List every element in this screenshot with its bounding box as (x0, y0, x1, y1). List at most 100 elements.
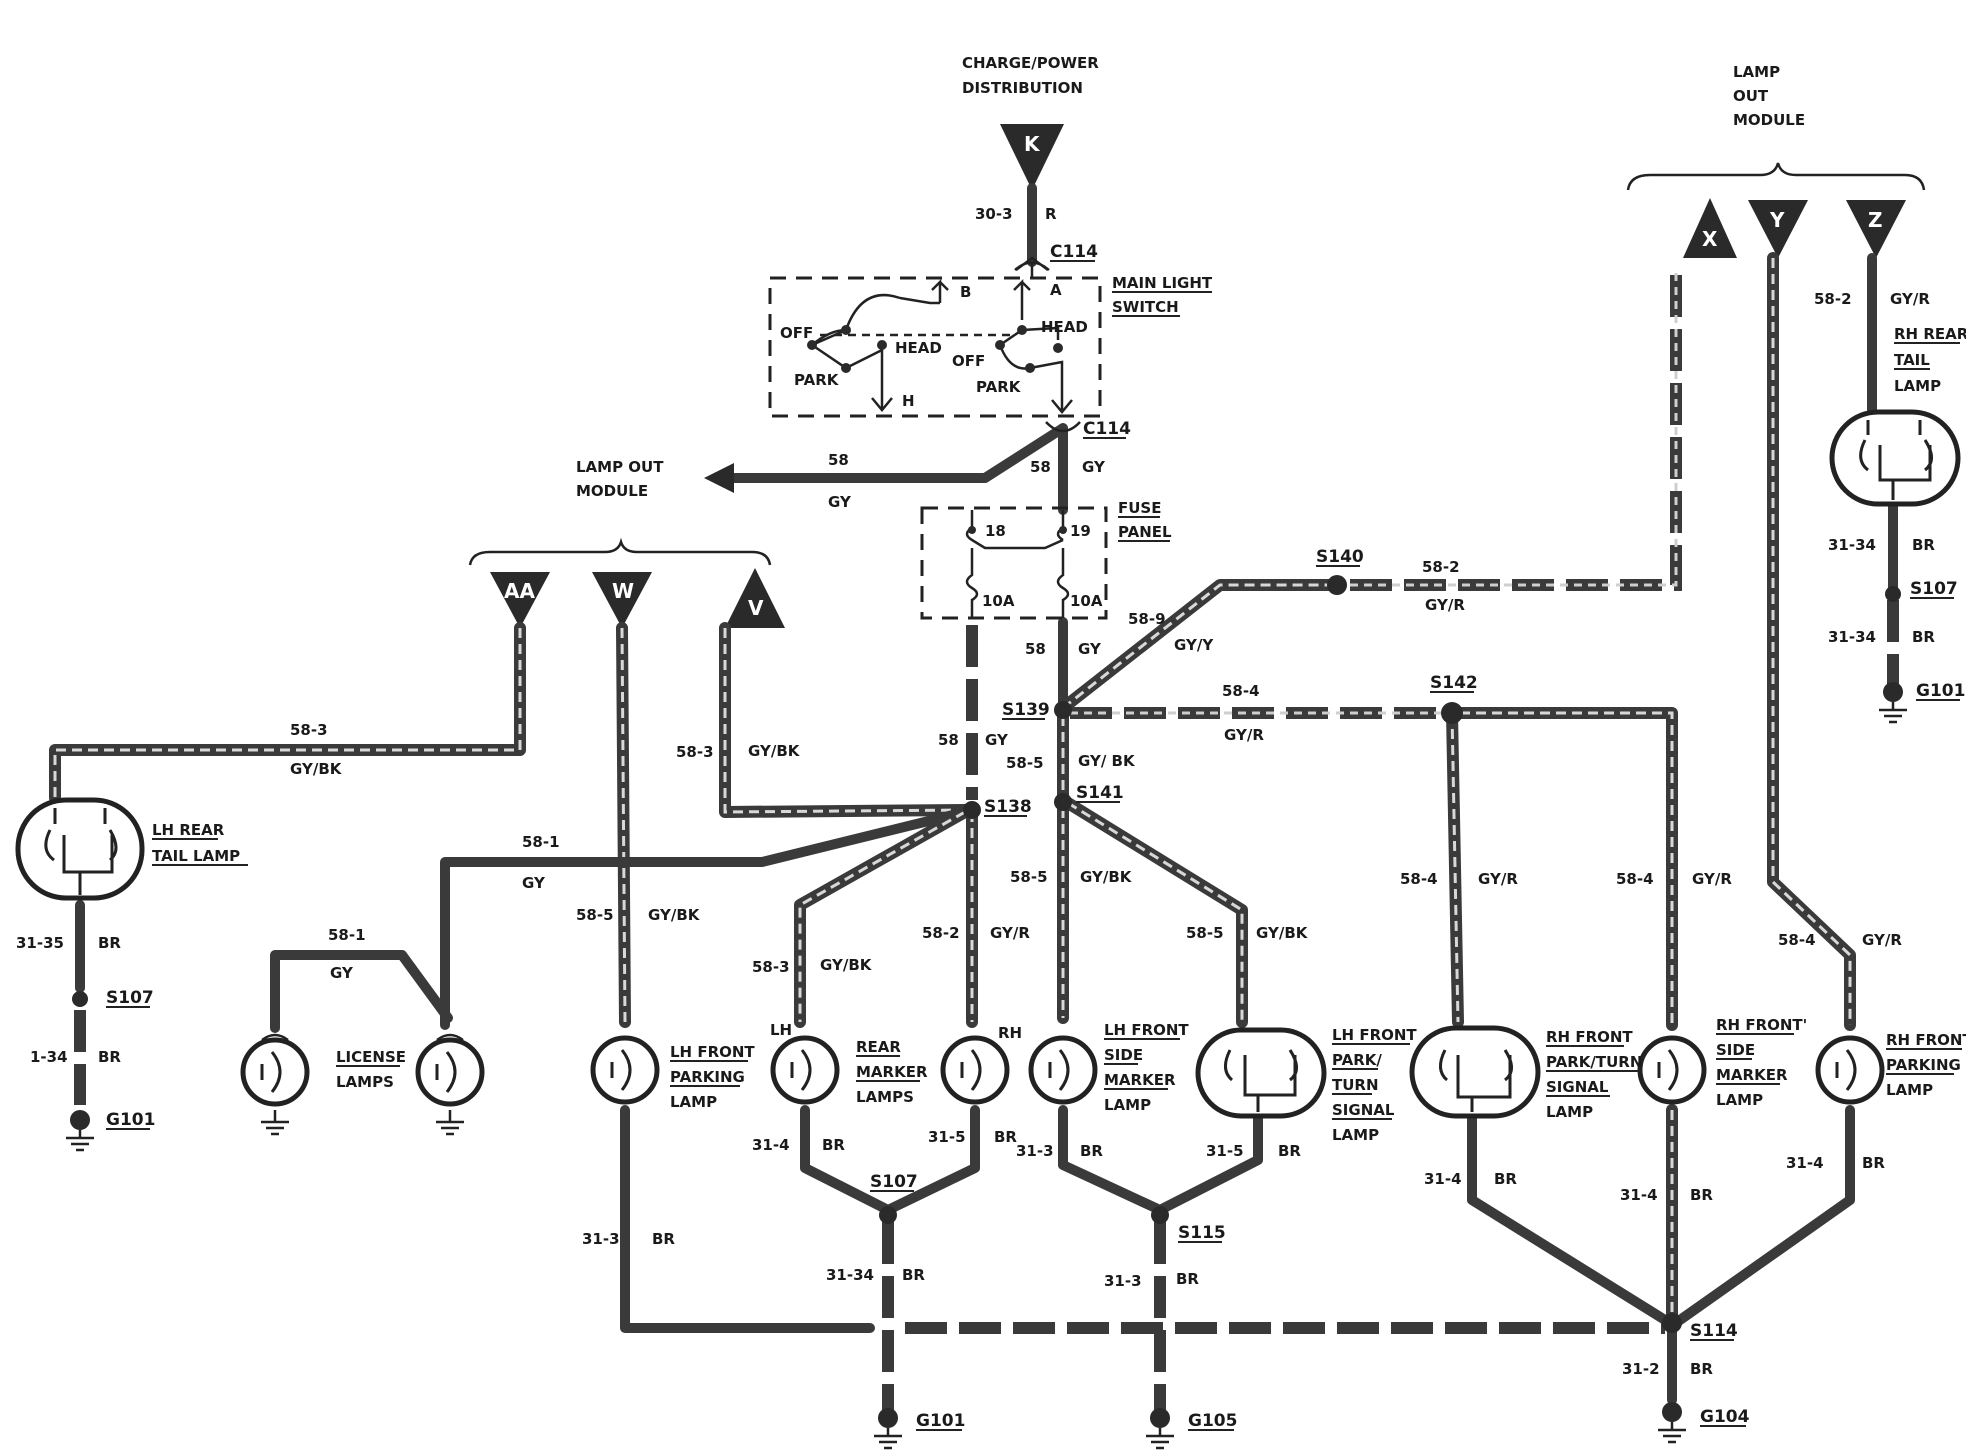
lh-front-park-turn-4: SIGNAL (1332, 1101, 1395, 1119)
wire-58-3-rm (794, 806, 971, 1028)
lamp-out-right-3: MODULE (1733, 111, 1805, 129)
lbl-31-4-rfpk: 31-4 (1786, 1154, 1824, 1172)
rh-front-park-turn-1: RH FRONT (1546, 1028, 1633, 1046)
lbl-58-s138: 58 (938, 731, 959, 749)
c114-bottom-label: C114 (1083, 419, 1131, 439)
ground-g101-rr: G101 (1916, 681, 1965, 701)
lbl-gy-s138: GY (985, 731, 1009, 749)
lbl-58-5-s141: 58-5 (1006, 754, 1044, 772)
lh-front-parking-3: LAMP (670, 1093, 717, 1111)
lbl-31-4-rfp: 31-4 (1424, 1170, 1462, 1188)
lh-front-park-turn-2: PARK/ (1332, 1051, 1382, 1069)
brace-left (468, 537, 772, 566)
lbl-31-35: 31-35 (16, 934, 64, 952)
lh-front-side-marker-4: LAMP (1104, 1096, 1151, 1114)
lh-front-side-marker-1: LH FRONT (1104, 1021, 1189, 1039)
lh-front-park-turn-symbol (1195, 1027, 1327, 1119)
lbl-31-5-lfp: 31-5 (1206, 1142, 1244, 1160)
rh-front-side-marker-4: LAMP (1716, 1091, 1763, 1109)
lbl-gybk-w: GY/BK (648, 906, 701, 924)
lh-front-park-turn-5: LAMP (1332, 1126, 1379, 1144)
svg-text:K: K (1024, 132, 1041, 156)
fuse-amp-left: 10A (982, 592, 1015, 610)
switch-head-right: HEAD (1041, 318, 1088, 336)
source-label-1: CHARGE/POWER (962, 54, 1099, 72)
splice-s141: S141 (1076, 783, 1124, 803)
rh-front-park-turn-3: SIGNAL (1546, 1078, 1609, 1096)
lbl-58-4-rfs: 58-4 (1616, 870, 1654, 888)
lh-front-park-turn-1: LH FRONT (1332, 1026, 1417, 1044)
arrow-lamp-out (704, 463, 734, 493)
switch-name-1: MAIN LIGHT (1112, 274, 1213, 292)
wire-58-5-lfp (1062, 797, 1248, 1028)
splice-s107-lr: S107 (106, 988, 154, 1008)
lbl-br-lfpk: BR (652, 1230, 675, 1248)
fuse-18: 18 (985, 522, 1006, 540)
rear-marker-rh-symbol (940, 1035, 1010, 1105)
lbl-br-rr2: BR (1912, 628, 1935, 646)
switch-head-left: HEAD (895, 339, 942, 357)
lbl-58-2-rr: 58-2 (1814, 290, 1852, 308)
switch-park-right: PARK (976, 378, 1022, 396)
switch-off-left: OFF (780, 324, 813, 342)
fuse-panel-box (920, 506, 1108, 620)
license-1: LICENSE (336, 1048, 406, 1066)
switch-term-h: H (902, 392, 915, 410)
lbl-58-4-rfp: 58-4 (1400, 870, 1438, 888)
rh-front-park-turn-symbol (1409, 1025, 1541, 1119)
lbl-br-rfpk: BR (1862, 1154, 1885, 1172)
lh-front-side-marker-2: SIDE (1104, 1046, 1143, 1064)
lbl-58-3-rm: 58-3 (752, 958, 790, 976)
lamp-out-right-2: OUT (1733, 87, 1769, 105)
lbl-gy-c114: GY (1082, 458, 1106, 476)
lbl-gy-y: GY/Y (1174, 636, 1214, 654)
rh-front-parking-3: LAMP (1886, 1081, 1933, 1099)
connector-w: W (592, 572, 652, 628)
splice-s107-rr-dot (1885, 586, 1901, 602)
rear-marker-3: LAMPS (856, 1088, 914, 1106)
fuse-19: 19 (1070, 522, 1091, 540)
svg-text:V: V (748, 596, 764, 620)
lamp-out-right-1: LAMP (1733, 63, 1780, 81)
lbl-31-2: 31-2 (1622, 1360, 1660, 1378)
lbl-gybk-lfs: GY/BK (1080, 868, 1133, 886)
svg-text:W: W (612, 579, 634, 603)
lbl-31-4-rfs: 31-4 (1620, 1186, 1658, 1204)
lbl-gyr-rfpk: GY/R (1862, 931, 1902, 949)
splice-s107-rr: S107 (1910, 579, 1958, 599)
splice-s138: S138 (984, 797, 1032, 817)
lbl-br-lfs: BR (1080, 1142, 1103, 1160)
fuse-panel-name-1: FUSE (1118, 499, 1161, 517)
lbl-br-g104: BR (1690, 1360, 1713, 1378)
lbl-gybk-left: GY/BK (290, 760, 343, 778)
fuse-panel-internals (965, 510, 1070, 618)
lbl-gy-a: GY (522, 874, 546, 892)
lbl-gybk-rm: GY/BK (820, 956, 873, 974)
lbl-31-3-s115: 31-3 (1104, 1272, 1142, 1290)
lbl-58-1-a: 58-1 (522, 833, 560, 851)
connector-v: V (725, 568, 785, 628)
rh-front-park-turn-4: LAMP (1546, 1103, 1593, 1121)
lbl-58-arrow: 58 (828, 451, 849, 469)
splice-s107-lr-dot (72, 991, 88, 1007)
connector-aa: AA (490, 572, 550, 628)
lamp-out-left-1: LAMP OUT (576, 458, 664, 476)
lbl-58-5-lfs: 58-5 (1010, 868, 1048, 886)
connector-x: X (1683, 198, 1737, 258)
lbl-br-lr2: BR (98, 1048, 121, 1066)
lh-front-park-turn-3: TURN (1332, 1076, 1379, 1094)
rear-marker-2: MARKER (856, 1063, 928, 1081)
wire-31-4-31-5-rm (800, 1105, 980, 1215)
lbl-gyr-rr: GY/R (1890, 290, 1930, 308)
brace-right (1626, 162, 1926, 191)
wire-31-3-lfpk (620, 1105, 875, 1333)
splice-s114: S114 (1690, 1321, 1738, 1341)
rh-rear-tail-lamp-symbol (1829, 409, 1961, 507)
wire-31-4-rfpk (1675, 1105, 1855, 1325)
connector-k: K (1000, 124, 1064, 190)
lbl-lh: LH (770, 1021, 792, 1039)
svg-text:AA: AA (504, 579, 535, 603)
lbl-gyr-rm: GY/R (990, 924, 1030, 942)
switch-off-right: OFF (952, 352, 985, 370)
ground-symbols (66, 682, 1907, 1450)
